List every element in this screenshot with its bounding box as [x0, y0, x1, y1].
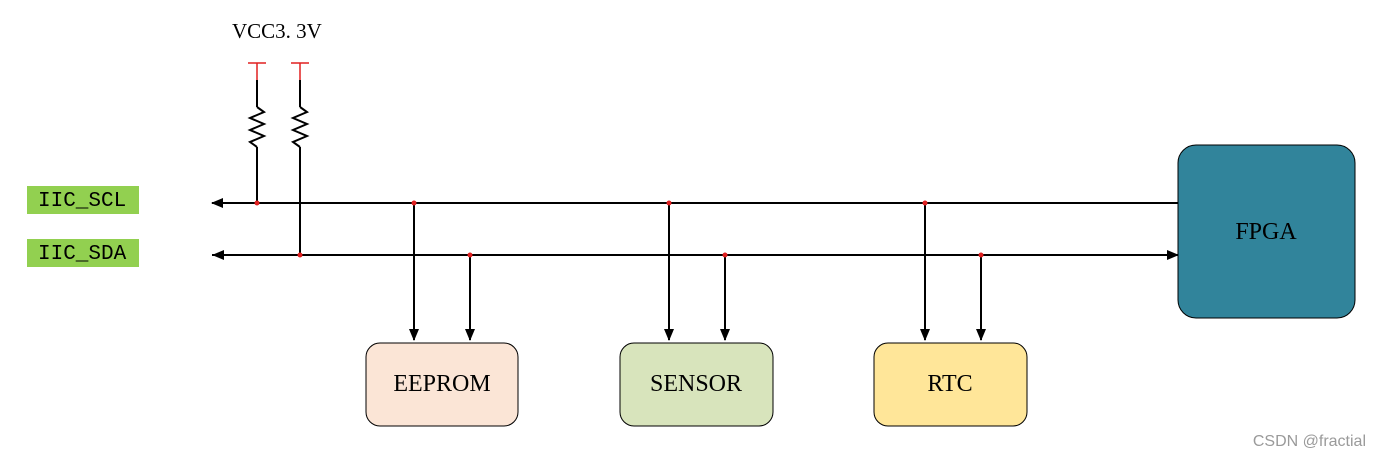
junction-dot: [411, 200, 417, 206]
power-rail-2: [291, 62, 309, 80]
fpga-label: FPGA: [1235, 219, 1297, 245]
device-sensor-label: SENSOR: [650, 371, 742, 397]
sda-left-arrowhead: [212, 250, 224, 260]
eeprom-connections: [409, 203, 475, 341]
device-eeprom-label: EEPROM: [393, 371, 490, 397]
junction-dot: [297, 252, 303, 258]
signal-label-sda-text: IIC_SDA: [38, 243, 127, 266]
vcc-label: VCC3. 3V: [232, 19, 322, 43]
power-rail-1: [248, 62, 266, 80]
junction-dot: [922, 200, 928, 206]
rtc-connections: [920, 203, 986, 341]
pullup-resistor-sda: [290, 80, 310, 255]
signal-label-scl-text: IIC_SCL: [38, 190, 126, 213]
device-eeprom: EEPROM: [365, 342, 519, 427]
signal-label-scl: IIC_SCL: [27, 186, 139, 214]
signal-label-sda: IIC_SDA: [27, 239, 139, 267]
junction-dot: [722, 252, 728, 258]
junction-dot: [254, 200, 260, 206]
device-rtc: RTC: [873, 342, 1028, 427]
watermark-text: CSDN @fractial: [1253, 433, 1366, 450]
device-rtc-label: RTC: [927, 371, 972, 397]
junction-dot: [978, 252, 984, 258]
device-sensor: SENSOR: [619, 342, 774, 427]
fpga-block: FPGA: [1177, 144, 1356, 319]
junction-dot: [467, 252, 473, 258]
pullup-resistor-scl: [247, 80, 267, 203]
junction-dots: [254, 200, 984, 258]
junction-dot: [666, 200, 672, 206]
sensor-connections: [664, 203, 730, 341]
